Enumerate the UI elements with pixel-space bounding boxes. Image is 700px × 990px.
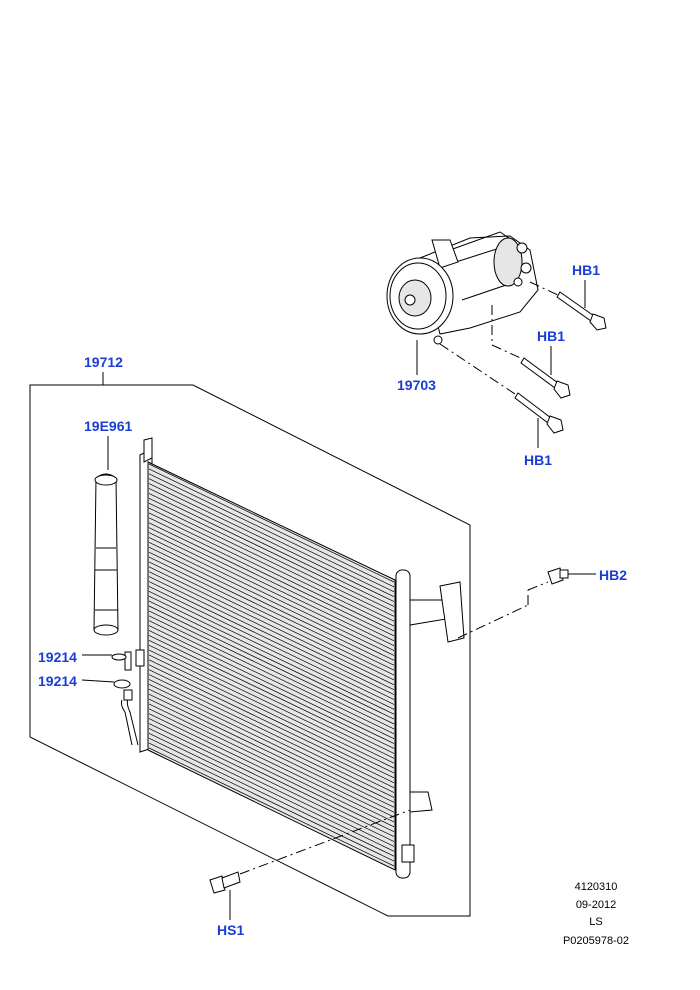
- callout-hs1[interactable]: HS1: [217, 922, 244, 938]
- condenser[interactable]: [120, 437, 465, 879]
- centerline-hb1-low: [439, 343, 519, 397]
- callout-19214-upper[interactable]: 19214: [38, 649, 77, 665]
- footer-line-2: 09-2012: [576, 899, 616, 911]
- callout-hb2[interactable]: HB2: [599, 567, 627, 583]
- assembly-outline: [29, 384, 471, 917]
- bolt-hs1[interactable]: [209, 871, 241, 894]
- o-ring-lower[interactable]: [113, 679, 131, 689]
- callout-hb1-low[interactable]: HB1: [524, 452, 552, 468]
- callout-hb1-top[interactable]: HB1: [572, 262, 600, 278]
- callout-19712[interactable]: 19712: [84, 354, 123, 370]
- receiver-drier[interactable]: [93, 473, 119, 636]
- bolt-hb2[interactable]: [547, 567, 569, 585]
- bolt-hb1-mid[interactable]: [520, 357, 571, 399]
- centerline-hb2-c: [527, 581, 549, 591]
- footer-line-4: P0205978-02: [563, 935, 629, 947]
- centerline-hb1-mid2: [491, 344, 526, 361]
- footer-line-1: 4120310: [575, 881, 618, 893]
- callout-19214-lower[interactable]: 19214: [38, 673, 77, 689]
- callout-19E961[interactable]: 19E961: [84, 418, 132, 434]
- compressor[interactable]: [386, 231, 539, 345]
- callout-19703[interactable]: 19703: [397, 377, 436, 393]
- centerline-hb2: [457, 604, 529, 639]
- bolt-hb1-low[interactable]: [514, 392, 564, 434]
- o-ring-upper[interactable]: [111, 653, 127, 661]
- footer-line-3: LS: [589, 916, 602, 928]
- leader-19214-lower: [81, 679, 115, 683]
- centerline-hb1-top: [529, 281, 561, 297]
- callout-hb1-mid[interactable]: HB1: [537, 328, 565, 344]
- bolt-hb1-top[interactable]: [556, 291, 607, 331]
